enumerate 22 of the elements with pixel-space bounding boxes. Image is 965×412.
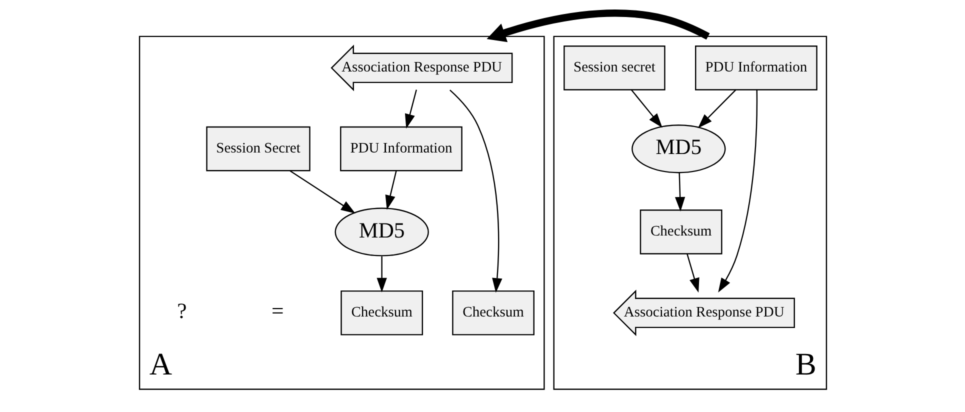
arrow [289, 170, 355, 214]
arrow [384, 170, 396, 210]
node-box: Checksum [452, 290, 534, 336]
arrow [697, 89, 736, 128]
arrow [376, 256, 386, 292]
node-ellipse: MD5 [631, 124, 726, 174]
arrow [686, 254, 699, 293]
arrow [718, 90, 758, 293]
arrow [404, 90, 416, 129]
node-box: PDU Information [694, 46, 817, 90]
arrow [486, 10, 710, 42]
label: = [271, 299, 284, 324]
node-ellipse: MD5 [334, 208, 428, 256]
label: ? [176, 299, 186, 324]
arrow [674, 172, 685, 212]
node-box: Checksum [639, 210, 722, 254]
node-box: Session secret [563, 46, 665, 90]
arrow [630, 89, 662, 128]
arrow [449, 90, 502, 293]
node-box: Session Secret [206, 126, 310, 172]
node-box: Checksum [340, 290, 423, 336]
node-box: PDU Information [340, 126, 462, 172]
